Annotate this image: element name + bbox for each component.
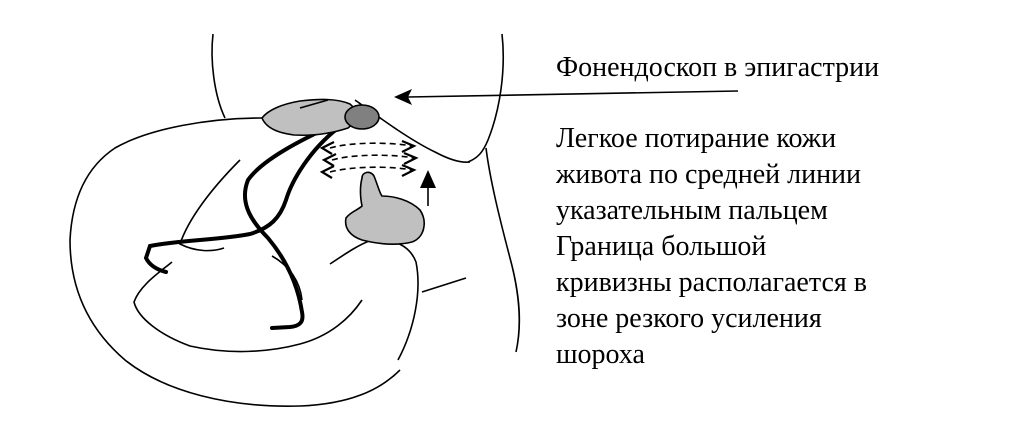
rubbing-motion-arrows bbox=[319, 139, 419, 179]
method-caption: Легкое потирание кожи живота по средней … bbox=[556, 121, 867, 373]
method-caption-line: кривизны располагается в bbox=[556, 267, 867, 298]
caption-pointer-arrow bbox=[394, 89, 739, 105]
patient-arm bbox=[133, 159, 419, 361]
method-caption-line: зоне резкого усиления bbox=[556, 303, 822, 334]
doctor-hand-stethoscope bbox=[261, 98, 380, 137]
pointing-finger-hand bbox=[344, 171, 425, 245]
method-caption-line: живота по средней линии bbox=[556, 159, 862, 190]
method-caption-line: Легкое потирание кожи bbox=[556, 123, 837, 154]
upward-arrow bbox=[420, 170, 436, 206]
chestpiece bbox=[344, 104, 380, 130]
stethoscope-tubing bbox=[143, 120, 342, 330]
method-caption-line: шороха bbox=[556, 339, 645, 370]
stethoscope-caption: Фонендоскоп в эпигастрии bbox=[556, 52, 880, 83]
torso-outline bbox=[69, 33, 521, 407]
method-caption-line: указательным пальцем bbox=[556, 195, 828, 226]
method-caption-line: Граница большой bbox=[556, 231, 767, 262]
